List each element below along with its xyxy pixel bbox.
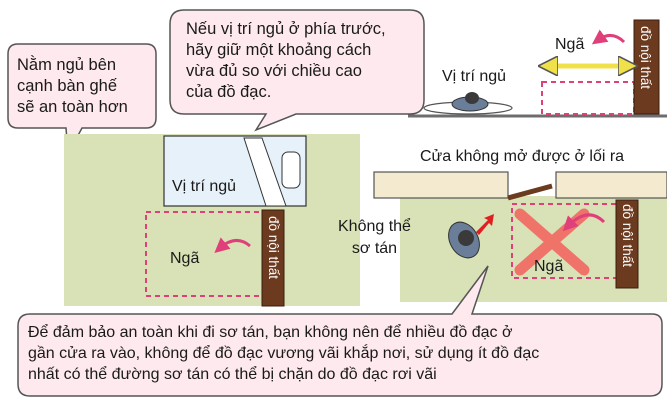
- fall-arrow-top: [591, 29, 626, 45]
- sleep-position-label-left: Vị trí ngủ: [172, 178, 237, 195]
- bubble-bottom-line-3: nhất có thể đường sơ tán có thể bị chặn …: [28, 366, 437, 383]
- bubble-bottom-line-2: gần cửa ra vào, không để đồ đạc vương vã…: [28, 345, 540, 362]
- bubble-top-center-line-3: vừa đủ so với chiều cao: [186, 62, 362, 80]
- door-scene: [373, 171, 667, 302]
- fall-arrow-left: [214, 237, 251, 253]
- door-blocked-label: Cửa không mở được ở lối ra: [420, 148, 625, 165]
- fall-zone-top: [541, 81, 635, 115]
- door-leaf: [507, 183, 553, 201]
- furniture-right: [615, 199, 639, 289]
- bedroom-scene: [64, 134, 360, 307]
- wall-right: [555, 171, 667, 199]
- pillow: [281, 151, 301, 189]
- bubble-bottom-line-1: Để đảm bảo an toàn khi đi sơ tán, bạn kh…: [28, 324, 513, 341]
- bubble-top-center-text: Nếu vị trí ngủ ở phía trước, hãy giữ một…: [186, 19, 386, 103]
- bubble-top-left-line-3: sẽ an toàn hơn: [17, 98, 128, 116]
- bubble-top-center-line-1: Nếu vị trí ngủ ở phía trước,: [186, 20, 386, 38]
- cannot-evacuate-label: Không thể sơ tán: [338, 216, 411, 260]
- bubble-top-center-line-2: hãy giữ một khoảng cách: [186, 41, 372, 59]
- bubble-bottom: [17, 265, 663, 397]
- bubble-top-center-line-4: của đồ đạc.: [186, 83, 272, 101]
- bubble-bottom-text: Để đảm bảo an toàn khi đi sơ tán, bạn kh…: [28, 322, 539, 385]
- furniture-left: [261, 209, 285, 307]
- cannot-evacuate-line-2: sơ tán: [351, 240, 398, 257]
- furniture-label-left: đồ nội thất: [266, 216, 281, 280]
- fall-label-top: Ngã: [555, 36, 585, 53]
- red-arrow-icon: [476, 214, 494, 235]
- fall-label-left: Ngã: [170, 250, 200, 267]
- bubble-top-center: [169, 9, 425, 132]
- wall-left: [373, 171, 509, 199]
- cannot-evacuate-line-1: Không thể: [338, 218, 411, 235]
- furniture-label-top: đồ nội thất: [638, 26, 653, 90]
- person-top-icon: [448, 221, 480, 259]
- top-right-scene: [408, 19, 667, 118]
- blanket: [243, 137, 287, 207]
- fall-arrow-right: [562, 213, 606, 232]
- sleeping-person-icon: [423, 92, 513, 115]
- fall-label-right: Ngã: [534, 258, 564, 275]
- fall-zone-left: [145, 211, 265, 297]
- bubble-top-left-line-2: cạnh bàn ghế: [17, 77, 118, 95]
- furniture-top: [633, 19, 660, 115]
- furniture-label-right: đồ nội thất: [620, 204, 635, 268]
- bubble-top-left-text: Nằm ngủ bên cạnh bàn ghế sẽ an toàn hơn: [17, 55, 128, 118]
- bubble-top-left-line-1: Nằm ngủ bên: [17, 56, 117, 74]
- sleep-position-label-top: Vị trí ngủ: [442, 68, 507, 85]
